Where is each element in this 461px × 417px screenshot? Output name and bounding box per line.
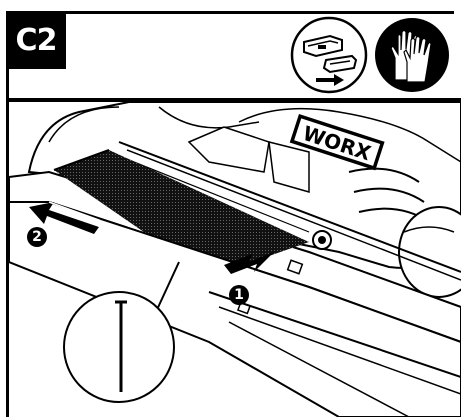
safety-gloves-icon (373, 16, 451, 94)
header-divider (6, 98, 461, 102)
nailer-illustration: WORX (9, 102, 461, 417)
callout-2: 2 (27, 227, 47, 247)
callout-1: 1 (229, 285, 249, 305)
step-label: C2 (6, 11, 66, 69)
step-header: C2 (0, 0, 461, 103)
battery-removal-icon (290, 16, 368, 94)
panel-frame (6, 11, 454, 417)
